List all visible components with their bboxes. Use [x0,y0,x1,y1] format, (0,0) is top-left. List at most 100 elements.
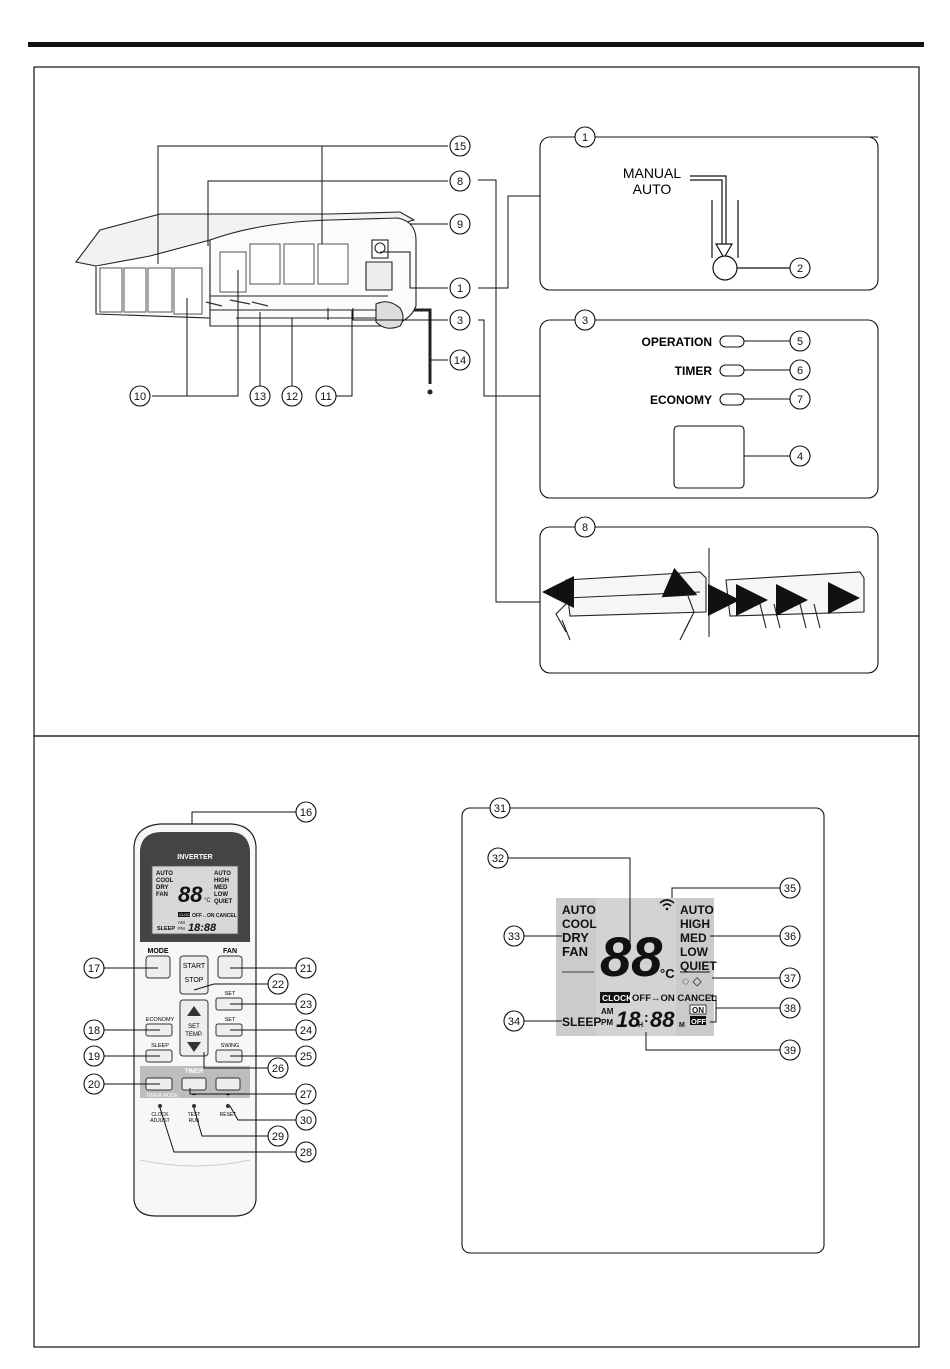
svg-text:ADJUST: ADJUST [150,1118,169,1124]
timer-label: TIMER [675,364,713,378]
svg-text:34: 34 [508,1016,520,1028]
remote-brand: INVERTER [177,854,212,861]
timer-minus-button[interactable] [181,1077,207,1091]
callout-27: 27 [295,1083,317,1105]
svg-text:38: 38 [784,1003,796,1015]
svg-text:SET: SET [225,1017,236,1023]
svg-text:36: 36 [784,931,796,943]
remote-control: INVERTER AUTO COOL DRY FAN AUTO HIGH MED… [133,823,257,1217]
svg-text:2: 2 [797,263,803,275]
svg-text:18:88: 18:88 [188,922,217,934]
svg-text:TEMP.: TEMP. [185,1032,203,1038]
indoor-unit [75,211,433,395]
mode-button[interactable] [145,955,171,979]
callout-18: 18 [83,1019,105,1041]
svg-text:SLEEP: SLEEP [151,1043,169,1049]
remote-lcd [151,865,239,935]
svg-text:17: 17 [88,963,100,975]
fan-button[interactable] [217,955,243,979]
svg-text:COOL: COOL [562,917,597,931]
economy-label: ECONOMY [650,393,712,407]
callout-28: 28 [295,1141,317,1163]
callout-8a: 8 [449,170,471,192]
callout-23: 23 [295,993,317,1015]
callout-6: 6 [789,359,811,381]
svg-text:ON: ON [692,1006,704,1015]
swing-icon: ◌ ◇ [682,974,702,988]
callout-3a: 3 [449,309,471,331]
callout-1b: 1 [574,126,596,148]
svg-text:HIGH: HIGH [680,917,710,931]
panel-open-box [539,526,879,674]
svg-text:27: 27 [300,1089,312,1101]
svg-text:°C: °C [660,966,675,981]
svg-text:21: 21 [300,963,312,975]
callout-13: 13 [249,385,271,407]
remote-leader-lines [104,811,296,1153]
callout-5: 5 [789,330,811,352]
svg-text:LOW: LOW [214,892,228,898]
callout-35: 35 [779,877,801,899]
test-run-button[interactable] [192,1104,196,1108]
svg-text:°C: °C [204,898,211,904]
callout-19: 19 [83,1045,105,1067]
svg-text:8: 8 [582,522,588,534]
svg-text:1: 1 [582,132,588,144]
callout-37: 37 [779,967,801,989]
manual-auto-panel [539,136,879,291]
callout-10: 10 [129,385,151,407]
svg-text:FAN: FAN [156,892,168,898]
manual-label: MANUAL [623,165,682,181]
svg-text:MED: MED [680,931,707,945]
callout-7: 7 [789,388,811,410]
callout-14: 14 [449,349,471,371]
svg-text:7: 7 [797,394,803,406]
svg-text:CLOCK: CLOCK [602,993,633,1003]
svg-text:AM: AM [601,1007,614,1016]
remote-receiver [673,425,745,489]
svg-text:16: 16 [300,807,312,819]
start-stop-button[interactable] [179,955,209,995]
svg-text:28: 28 [300,1147,312,1159]
auto-label: AUTO [633,181,672,197]
callout-11: 11 [315,385,337,407]
clock-adjust-button[interactable] [158,1104,162,1108]
svg-text:4: 4 [797,451,803,463]
svg-text:25: 25 [300,1051,312,1063]
svg-text:AM: AM [178,920,185,925]
callout-32: 32 [487,847,509,869]
svg-text:8: 8 [457,176,463,188]
svg-text:FAN: FAN [562,944,588,959]
svg-text:OFF: OFF [691,1017,706,1026]
svg-text:3: 3 [457,315,463,327]
callout-24: 24 [295,1019,317,1041]
economy-lamp [719,393,745,406]
svg-text:3: 3 [582,315,588,327]
temp-up-icon [187,1006,201,1016]
svg-text:−: − [192,1092,196,1099]
callout-25: 25 [295,1045,317,1067]
svg-text:15: 15 [454,141,466,153]
reset-button[interactable] [226,1104,230,1108]
svg-text:START: START [183,963,206,970]
svg-text:12: 12 [286,391,298,403]
display-leader-lines [500,807,780,1051]
svg-text:37: 37 [784,973,796,985]
callout-2: 2 [789,257,811,279]
svg-text:SET: SET [225,991,236,997]
timer-plus-button[interactable] [215,1077,241,1091]
svg-text:AUTO: AUTO [156,871,173,877]
svg-text:23: 23 [300,999,312,1011]
manual-auto-switch [690,175,790,281]
callout-16: 16 [295,801,317,823]
svg-text:20: 20 [88,1079,100,1091]
svg-text:TIMER MODE: TIMER MODE [146,1093,179,1099]
top-frame [33,66,920,737]
callouts: 15 8 9 1 3 14 10 13 12 11 1 2 3 5 6 7 4 … [83,126,811,1163]
svg-text:RESET: RESET [220,1112,237,1118]
display-panel [461,807,825,1254]
svg-text:TEST: TEST [188,1112,201,1118]
unit-leader-lines [152,145,540,603]
svg-text::: : [644,1009,649,1025]
svg-text:M: M [679,1022,685,1029]
